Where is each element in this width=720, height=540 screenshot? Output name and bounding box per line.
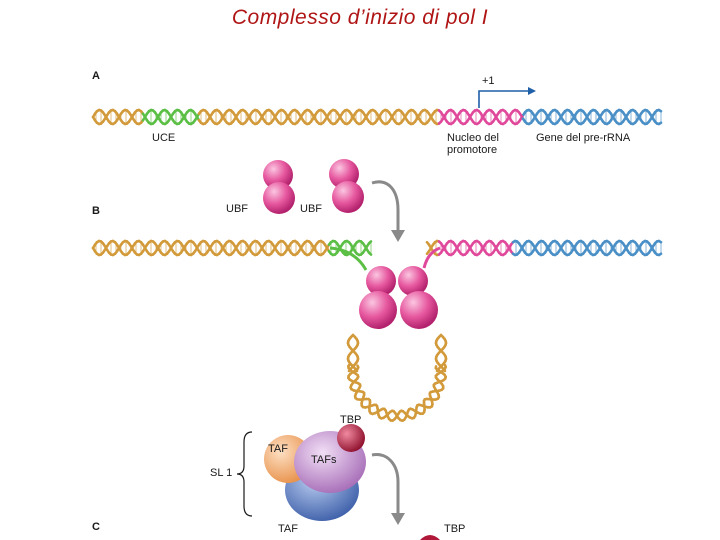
panel-label-c: C xyxy=(92,521,100,533)
core-promoter-label-line2: promotore xyxy=(447,144,497,156)
transcription-start-arrowhead xyxy=(528,87,536,95)
panel-label-b: B xyxy=(92,205,100,217)
start-site-label: +1 xyxy=(482,75,495,87)
tbp-label-1: TBP xyxy=(340,414,361,426)
dna-strand-a xyxy=(91,108,663,126)
dna-loop xyxy=(329,246,448,422)
ubf-label-1: UBF xyxy=(226,203,248,215)
step-arrow-2 xyxy=(371,453,400,515)
dna-strand-b xyxy=(91,239,663,257)
step-arrow-2-head xyxy=(391,513,405,525)
step-arrow-1 xyxy=(371,180,400,232)
taf-label-1: TAF xyxy=(268,443,288,455)
ubf-dimer-2 xyxy=(329,159,364,213)
ubf-dimer-1 xyxy=(263,160,295,214)
ubf-label-2: UBF xyxy=(300,203,322,215)
sl1-bracket xyxy=(236,431,253,517)
page-title: Complesso d’inizio di pol I xyxy=(231,6,489,29)
tafs-label: TAFs xyxy=(311,454,337,466)
gene-label: Gene del pre-rRNA xyxy=(536,132,631,144)
core-promoter-label-line1: Nucleo del xyxy=(447,132,499,144)
sl1-label: SL 1 xyxy=(210,467,232,479)
uce-label: UCE xyxy=(152,132,175,144)
step-arrow-1-head xyxy=(391,230,405,242)
panel-label-a: A xyxy=(92,70,100,82)
bound-ubf-complex xyxy=(359,266,438,329)
tbp-label-2: TBP xyxy=(444,523,465,535)
taf-label-2: TAF xyxy=(278,523,298,535)
sl1-complex xyxy=(264,424,366,521)
tbp-partial-shape xyxy=(420,535,440,540)
transcription-start-arrow xyxy=(478,90,528,108)
